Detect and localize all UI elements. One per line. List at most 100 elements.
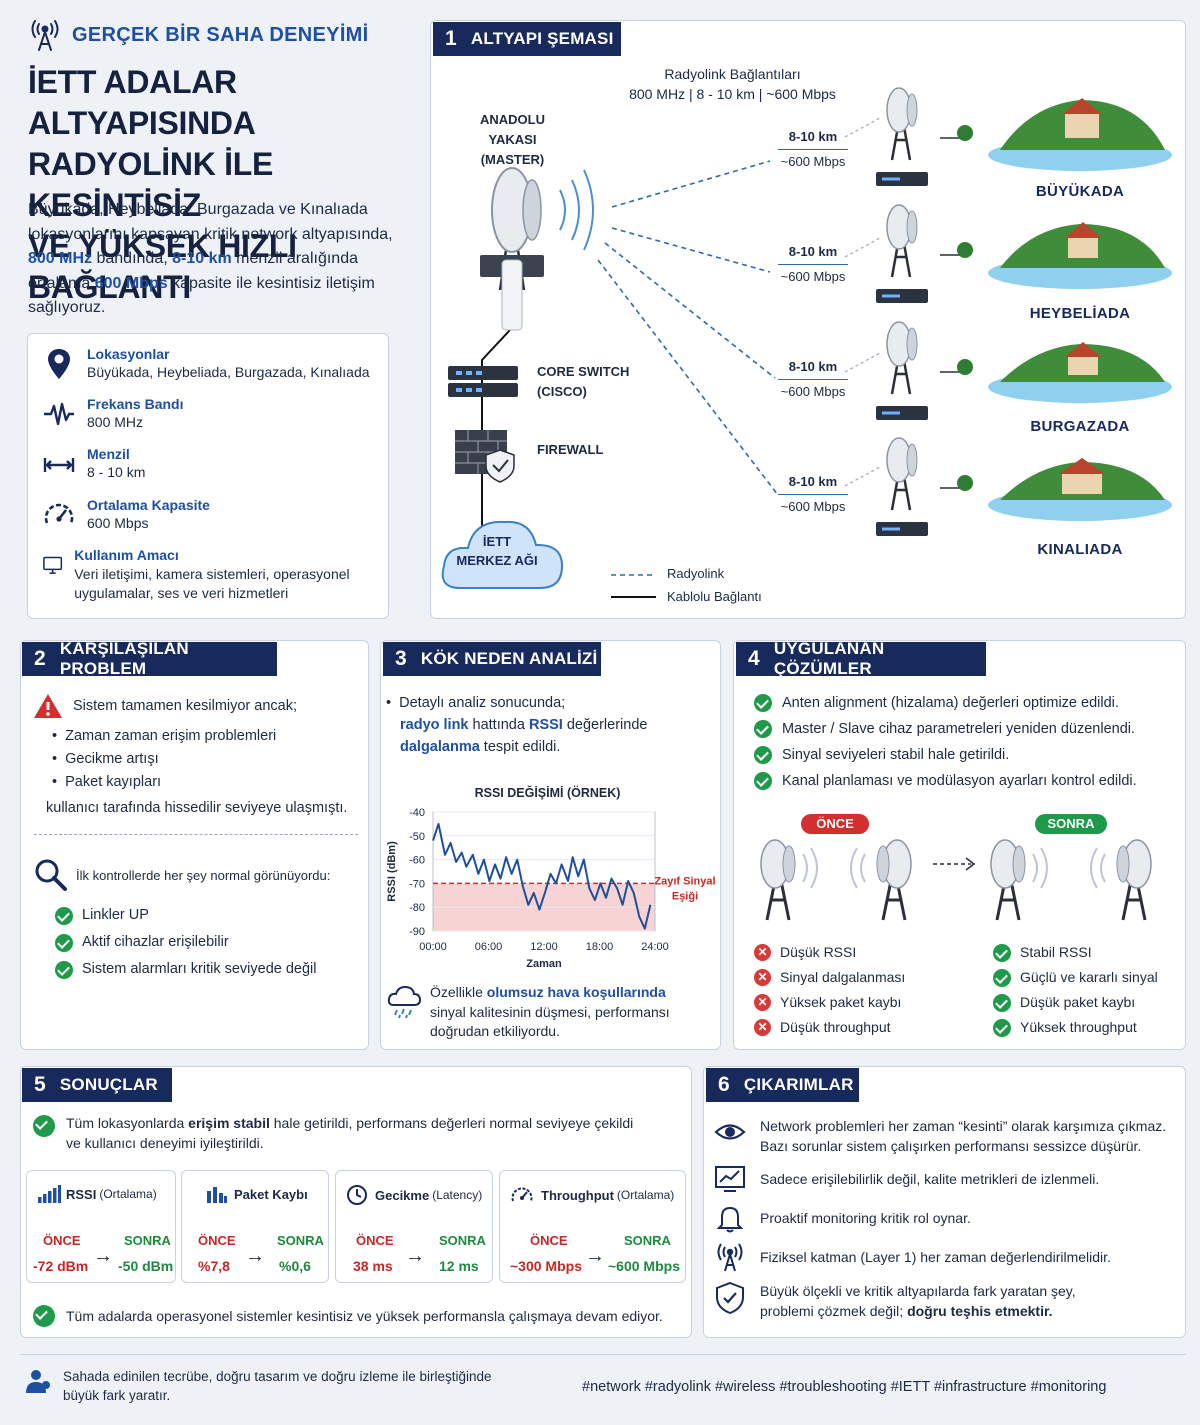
info-value: 800 MHz xyxy=(87,414,144,430)
island-label: HEYBELİADA xyxy=(1029,305,1131,322)
link-label: 8-10 km~600 Mbps xyxy=(778,243,848,286)
section-number: 1 xyxy=(445,27,457,50)
speedometer-icon xyxy=(44,503,74,524)
before-text: Sinyal dalgalanması xyxy=(780,969,906,985)
list-item: • Zaman zaman erişim problemleri xyxy=(52,728,277,744)
problem-lead: Sistem tamamen kesilmiyor ancak; xyxy=(33,692,297,720)
link-mbps: ~600 Mbps xyxy=(780,154,846,169)
range-arrow-icon xyxy=(43,458,75,472)
link-km: 8-10 km xyxy=(778,473,848,495)
section-title: SONUÇLAR xyxy=(59,1075,158,1094)
check-text: Aktif cihazlar erişilebilir xyxy=(82,934,229,950)
location-pin-icon xyxy=(48,349,70,379)
x-tick-label: 18:00 xyxy=(586,941,614,953)
shield-icon xyxy=(716,1281,744,1315)
section-2-card xyxy=(20,640,369,1050)
divider xyxy=(34,834,358,835)
solution-text: Kanal planlaması ve modülasyon ayarları … xyxy=(782,773,1137,789)
before-badge: ÖNCE xyxy=(801,814,869,834)
metric-after-value: 12 ms xyxy=(439,1258,479,1274)
insight-row: Proaktif monitoring kritik rol oynar. xyxy=(714,1203,971,1233)
title-line-3: VE YÜKSEK HIZLI BAĞLANTI xyxy=(28,228,297,305)
analysis-plain: hattında xyxy=(468,717,529,733)
check-icon xyxy=(55,960,73,979)
island-illustration xyxy=(988,342,1172,403)
after-badge: SONRA xyxy=(1035,814,1107,834)
intro-text: Büyükada, Heybeliada, Burgazada ve Kınal… xyxy=(28,198,403,321)
solution-text: Master / Slave cihaz parametreleri yenid… xyxy=(782,721,1136,737)
section-4-tab: 4 UYGULANAN ÇÖZÜMLER xyxy=(736,639,986,678)
legend-cable: Kablolu Bağlantı xyxy=(667,589,762,604)
slave-antenna-icon xyxy=(876,204,973,303)
x-tick-label: 12:00 xyxy=(530,941,558,953)
bullet-text: Gecikme artışı xyxy=(65,751,159,767)
firewall-label: FIREWALL xyxy=(537,442,604,457)
y-tick-label: -50 xyxy=(409,831,425,843)
section-number: 4 xyxy=(748,647,760,670)
insight-text: Bazı sorunlar sistem çalışırken performa… xyxy=(760,1138,1142,1154)
intro-p2: bandında, xyxy=(92,250,173,267)
insight-row: Network problemleri her zaman “kesinti” … xyxy=(714,1116,1166,1156)
metric-unit: (Ortalama) xyxy=(616,1188,675,1202)
insight-row: Fiziksel katman (Layer 1) her zaman değe… xyxy=(714,1241,1111,1273)
list-item: Düşük paket kaybı xyxy=(993,990,1158,1015)
info-label: Frekans Bandı xyxy=(87,396,184,412)
packet-loss-icon xyxy=(207,1187,227,1203)
section-title: UYGULANAN ÇÖZÜMLER xyxy=(773,639,885,678)
master-label: ANADOLU YAKASI (MASTER) xyxy=(480,112,545,167)
check-icon xyxy=(993,968,1011,987)
check-icon xyxy=(993,943,1011,962)
radio-title: Radyolink Bağlantıları xyxy=(664,66,801,82)
x-tick-label: 24:00 xyxy=(641,941,669,953)
list-item: Sistem alarmları kritik seviyede değil xyxy=(55,956,317,983)
info-value: 8 - 10 km xyxy=(87,464,146,480)
metric-title: Paket Kaybı xyxy=(234,1186,308,1202)
check-icon xyxy=(754,694,772,712)
list-item: ✕Yüksek paket kaybı xyxy=(754,990,905,1015)
after-label: SONRA xyxy=(439,1233,486,1248)
threshold-label: Zayıf Sinyal xyxy=(654,875,715,887)
intro-range: 8-10 km xyxy=(172,250,232,267)
chart-icon xyxy=(715,1166,745,1192)
monitor-icon xyxy=(43,556,63,574)
list-item: Linkler UP xyxy=(55,902,317,929)
list-item: Aktif cihazlar erişilebilir xyxy=(55,929,317,956)
section-6-card xyxy=(703,1066,1186,1338)
check-icon xyxy=(55,933,73,952)
x-axis-label: Zaman xyxy=(526,958,562,970)
check-icon xyxy=(33,1115,55,1137)
radiolink-line xyxy=(604,242,776,379)
rssi-chart-title: RSSI DEĞİŞİMİ (ÖRNEK) xyxy=(474,786,621,800)
insight-row: Büyük ölçekli ve kritik altyapılarda far… xyxy=(714,1281,1076,1321)
x-tick-label: 06:00 xyxy=(475,941,503,953)
title-line-1: İETT ADALAR ALTYAPISINDA xyxy=(28,64,256,141)
slave-antenna-icon xyxy=(876,321,973,420)
footer-note: Sahada edinilen tecrübe, doğru tasarım v… xyxy=(25,1367,492,1405)
master-antenna-icon xyxy=(480,167,594,331)
antenna-pair-after xyxy=(990,839,1152,921)
clock-icon xyxy=(347,1185,367,1205)
before-after-illustration xyxy=(760,839,1152,921)
list-item: • Paket kayıpları xyxy=(52,774,162,790)
metric-card: Gecikme(Latency) ÖNCE SONRA 38 ms → 12 m… xyxy=(335,1170,493,1283)
radio-heading: Radyolink Bağlantıları 800 MHz | 8 - 10 … xyxy=(600,64,865,104)
metric-card: Throughput(Ortalama) ÖNCE SONRA ~300 Mbp… xyxy=(499,1170,686,1283)
speedometer-icon xyxy=(511,1187,533,1202)
metric-after-value: %0,6 xyxy=(279,1258,311,1274)
results-text: hale getirildi, performans değerleri nor… xyxy=(269,1115,634,1131)
list-item: Kanal planlaması ve modülasyon ayarları … xyxy=(754,768,1137,794)
kicker: GERÇEK BİR SAHA DENEYİMİ xyxy=(72,23,369,46)
section-number: 2 xyxy=(34,647,46,670)
link-mbps: ~600 Mbps xyxy=(780,499,846,514)
list-item: ✕Düşük throughput xyxy=(754,1015,905,1040)
after-text: Yüksek throughput xyxy=(1020,1019,1137,1035)
info-label: Ortalama Kapasite xyxy=(87,497,210,513)
radio-sub: 800 MHz | 8 - 10 km | ~600 Mbps xyxy=(629,86,836,102)
section-number: 3 xyxy=(395,647,407,670)
section-title: KARŞILAŞILAN PROBLEM xyxy=(59,639,189,678)
check-lead-text: İlk kontrollerde her şey normal görünüyo… xyxy=(76,867,331,883)
weather-note: Özellikle olumsuz hava koşullarında siny… xyxy=(386,983,670,1042)
insight-row: Sadece erişilebilirlik değil, kalite met… xyxy=(714,1165,1099,1193)
